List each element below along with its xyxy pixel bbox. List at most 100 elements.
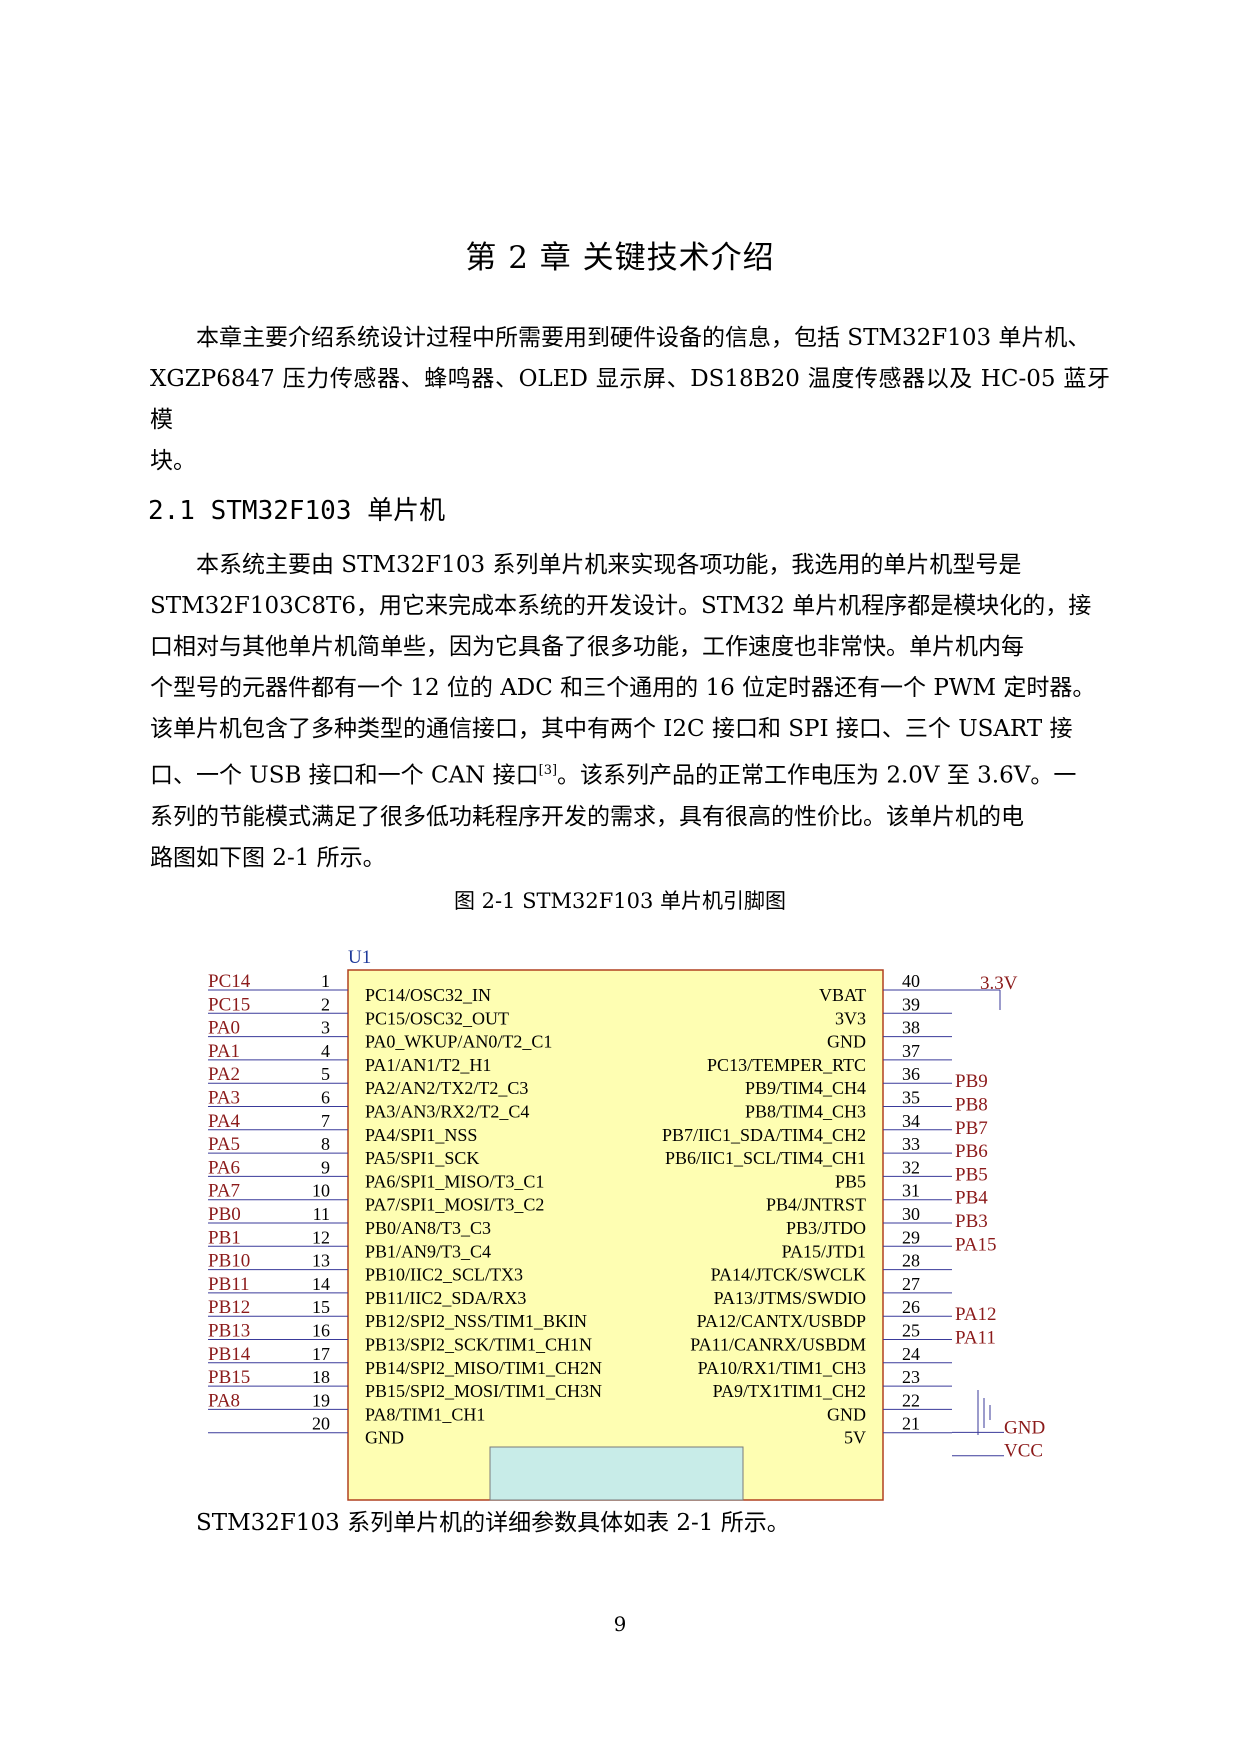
- net-label: PB1: [208, 1227, 241, 1248]
- pin-function: PB0/AN8/T3_C3: [365, 1218, 491, 1238]
- pin-number: 2: [321, 994, 330, 1014]
- pin-function: PA10/RX1/TIM1_CH3: [698, 1358, 866, 1378]
- body-line-part: 口、一个 USB 接口和一个 CAN 接口: [150, 762, 539, 789]
- pin-number: 33: [902, 1134, 920, 1154]
- ground-symbol: [977, 1390, 991, 1435]
- net-label: PA12: [955, 1304, 997, 1325]
- pin-number: 14: [312, 1274, 330, 1294]
- pin-function: VBAT: [819, 985, 866, 1005]
- pin-number: 29: [902, 1227, 920, 1247]
- pin-function: PA2/AN2/TX2/T2_C3: [365, 1078, 528, 1098]
- pin-number: 19: [312, 1390, 330, 1410]
- body-line: 本系统主要由 STM32F103 系列单片机来实现各项功能，我选用的单片机型号是: [196, 552, 1022, 578]
- pin-function: PA8/TIM1_CH1: [365, 1404, 485, 1424]
- pin-number: 11: [313, 1204, 330, 1224]
- pin-function: PA15/JTD1: [782, 1241, 866, 1261]
- net-label: PB6: [955, 1141, 988, 1162]
- body-line: 该单片机包含了多种类型的通信接口，其中有两个 I2C 接口和 SPI 接口、三个…: [150, 716, 1073, 742]
- pin-function: PB5: [835, 1171, 866, 1191]
- pin-number: 1: [321, 971, 330, 991]
- citation[interactable]: [3]: [538, 763, 558, 778]
- body-line: 口相对与其他单片机简单些，因为它具备了很多功能，工作速度也非常快。单片机内每: [150, 634, 1024, 660]
- pin-function: PC14/OSC32_IN: [365, 985, 491, 1005]
- net-label: PA0: [208, 1018, 240, 1039]
- after-figure-text: STM32F103 系列单片机的详细参数具体如表 2-1 所示。: [196, 1510, 790, 1536]
- intro-line: 块。: [150, 448, 196, 474]
- pin-number: 35: [902, 1088, 920, 1108]
- net-label: PA1: [208, 1041, 240, 1062]
- intro-line: 本章主要介绍系统设计过程中所需要用到硬件设备的信息，包括 STM32F103 单…: [196, 325, 1091, 351]
- pin-number: 38: [902, 1018, 920, 1038]
- pin-function: PA0_WKUP/AN0/T2_C1: [365, 1032, 552, 1052]
- pin-function: PA1/AN1/T2_H1: [365, 1055, 491, 1075]
- net-label: PA2: [208, 1064, 240, 1085]
- pin-number: 5: [321, 1064, 330, 1084]
- pin-number: 23: [902, 1367, 920, 1387]
- intro-paragraph: 本章主要介绍系统设计过程中所需要用到硬件设备的信息，包括 STM32F103 单…: [150, 318, 1110, 482]
- pin-function: PA7/SPI1_MOSI/T3_C2: [365, 1195, 544, 1215]
- pin-number: 8: [321, 1134, 330, 1154]
- intro-line: XGZP6847 压力传感器、蜂鸣器、OLED 显示屏、DS18B20 温度传感…: [150, 366, 1110, 433]
- net-label: PB8: [955, 1095, 988, 1116]
- pin-function: PA13/JTMS/SWDIO: [714, 1288, 866, 1308]
- net-label: PB10: [208, 1251, 250, 1272]
- net-label: PB12: [208, 1297, 250, 1318]
- pin-function: PB6/IIC1_SCL/TIM4_CH1: [665, 1148, 866, 1168]
- net-label: PB5: [955, 1164, 988, 1185]
- pin-number: 20: [312, 1414, 330, 1434]
- net-label: PA8: [208, 1390, 240, 1411]
- pin-function: PA3/AN3/RX2/T2_C4: [365, 1102, 529, 1122]
- pin-function: PA5/SPI1_SCK: [365, 1148, 479, 1168]
- net-label: PB9: [955, 1071, 988, 1092]
- net-label: PA11: [955, 1328, 996, 1349]
- pin-number: 18: [312, 1367, 330, 1387]
- pin-number: 22: [902, 1390, 920, 1410]
- pin-number: 4: [321, 1041, 330, 1061]
- net-label: PA7: [208, 1181, 240, 1202]
- net-label: GND: [1004, 1417, 1045, 1438]
- pin-number: 28: [902, 1251, 920, 1271]
- pin-number: 25: [902, 1321, 920, 1341]
- pin-function: GND: [365, 1428, 404, 1448]
- pin-function: 3V3: [835, 1008, 866, 1028]
- pin-function: PB1/AN9/T3_C4: [365, 1241, 491, 1261]
- pin-number: 24: [902, 1344, 920, 1364]
- net-label: PB3: [955, 1211, 988, 1232]
- pin-function: PB13/SPI2_SCK/TIM1_CH1N: [365, 1335, 592, 1355]
- net-label: VCC: [1004, 1441, 1043, 1462]
- pin-function: GND: [827, 1032, 866, 1052]
- pin-number: 10: [312, 1181, 330, 1201]
- pin-number: 21: [902, 1414, 920, 1434]
- pin-number: 30: [902, 1204, 920, 1224]
- net-label: PB14: [208, 1344, 251, 1365]
- pin-function: 5V: [844, 1428, 866, 1448]
- body-line: 路图如下图 2-1 所示。: [150, 844, 386, 871]
- pin-number: 40: [902, 971, 920, 991]
- net-label: PC14: [208, 971, 251, 992]
- body-line: STM32F103C8T6，用它来完成本系统的开发设计。STM32 单片机程序都…: [150, 593, 1092, 619]
- pin-function: PA9/TX1TIM1_CH2: [713, 1381, 866, 1401]
- pin-number: 31: [902, 1181, 920, 1201]
- pin-function: PB10/IIC2_SCL/TX3: [365, 1265, 523, 1285]
- pin-number: 37: [902, 1041, 920, 1061]
- chip-body: [347, 969, 884, 1501]
- pin-number: 7: [321, 1111, 330, 1131]
- net-label: PC15: [208, 994, 250, 1015]
- pin-function: PB9/TIM4_CH4: [745, 1078, 866, 1098]
- pin-number: 27: [902, 1274, 920, 1294]
- pin-function: PC13/TEMPER_RTC: [707, 1055, 866, 1075]
- body-line: 口、一个 USB 接口和一个 CAN 接口[3]。该系列产品的正常工作电压为 2…: [150, 750, 1110, 797]
- pin-function: PA11/CANRX/USBDM: [690, 1335, 866, 1355]
- pin-function: GND: [827, 1404, 866, 1424]
- net-label: PA4: [208, 1111, 241, 1132]
- pin-function: PB15/SPI2_MOSI/TIM1_CH3N: [365, 1381, 602, 1401]
- pin-number: 16: [312, 1321, 330, 1341]
- pin-number: 9: [321, 1157, 330, 1177]
- net-label: PB7: [955, 1118, 988, 1139]
- pin-number: 3: [321, 1018, 330, 1038]
- pin-function: PB14/SPI2_MISO/TIM1_CH2N: [365, 1358, 602, 1378]
- body-line: 系列的节能模式满足了很多低功耗程序开发的需求，具有很高的性价比。该单片机的电: [150, 803, 1024, 830]
- net-label: 3.3V: [980, 973, 1018, 994]
